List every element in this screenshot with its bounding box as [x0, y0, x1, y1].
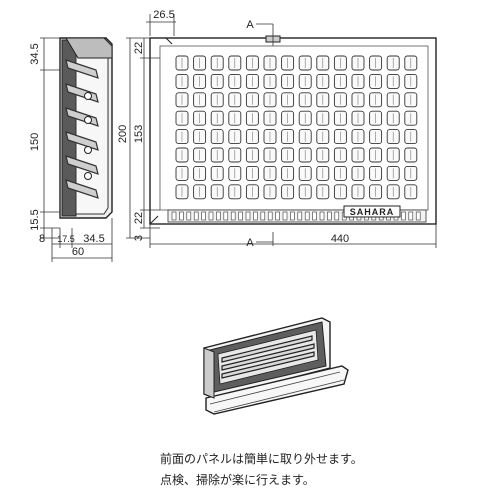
bottom-slot: [179, 211, 184, 221]
front-panel-opened: [205, 365, 349, 415]
bottom-slot: [208, 211, 214, 221]
bottom-slot: [267, 211, 273, 221]
dim-side-width-a: 17.5: [57, 234, 75, 244]
bottom-slot: [334, 211, 340, 221]
bottom-slot: [193, 211, 199, 221]
dim-front-inner-height: 153: [133, 125, 145, 143]
dim-front-base: 3: [133, 235, 145, 241]
bottom-slot: [253, 211, 258, 221]
dim-side-middle: 150: [29, 133, 41, 151]
front-panel-edge: [209, 371, 345, 413]
bottom-slot: [297, 211, 303, 221]
dim-side-bottom: 8: [39, 233, 45, 245]
bottom-slot: [282, 211, 288, 221]
side-view-horizontal-dims: [51, 218, 113, 262]
bottom-slot: [415, 211, 421, 221]
front-view-chamfer: [149, 37, 173, 225]
side-view: 34.5 150 15.5 8 17.5 34.5 60: [29, 37, 113, 262]
bottom-slot: [223, 211, 229, 221]
housing-side: [203, 347, 215, 399]
bottom-slot: [319, 211, 325, 221]
bottom-slot: [260, 211, 266, 221]
dim-front-bottom-margin: 22: [133, 212, 145, 224]
front-view-inner-frame: [159, 45, 429, 211]
front-view: SAHARA 26.5 A A: [117, 9, 437, 249]
caption-line-1: 前面のパネルは簡単に取り外せます。: [160, 452, 363, 466]
perspective-view: [203, 317, 349, 415]
side-view-screws: [84, 92, 92, 180]
front-view-dims-lines: [126, 14, 437, 248]
bottom-slot: [201, 211, 206, 221]
bottom-slot: [216, 211, 221, 221]
section-label-top: A: [246, 19, 254, 31]
bottom-slot: [186, 211, 192, 221]
bottom-slot: [401, 211, 406, 221]
side-view-vertical-dims: [40, 37, 60, 239]
bottom-slot: [230, 211, 236, 221]
front-view-grille: [175, 55, 418, 200]
bottom-slot: [245, 211, 251, 221]
bottom-slot: [312, 211, 317, 221]
logo-text: SAHARA: [350, 207, 395, 217]
bottom-slot: [408, 211, 414, 221]
dim-side-width-b: 34.5: [83, 233, 104, 245]
bottom-slot: [327, 211, 332, 221]
section-label-bottom: A: [246, 237, 254, 249]
logo-plate: [343, 205, 401, 218]
side-view-top-cap: [65, 37, 113, 59]
bottom-slot: [171, 211, 177, 221]
bottom-slot: [290, 211, 295, 221]
dim-side-top: 34.5: [29, 43, 41, 64]
dim-front-left-offset: 26.5: [153, 9, 174, 21]
dim-front-top-margin: 22: [133, 42, 145, 54]
bottom-slot: [238, 211, 243, 221]
bottom-slot: [275, 211, 280, 221]
dim-front-width-total: 440: [331, 233, 349, 245]
housing-louvers: [221, 335, 315, 379]
dim-side-width-total: 60: [72, 246, 84, 258]
dim-side-lower: 15.5: [29, 209, 41, 230]
dim-front-height-total: 200: [117, 125, 129, 143]
bottom-slot: [304, 211, 310, 221]
caption-line-2: 点検、掃除が楽に行えます。: [160, 473, 315, 487]
